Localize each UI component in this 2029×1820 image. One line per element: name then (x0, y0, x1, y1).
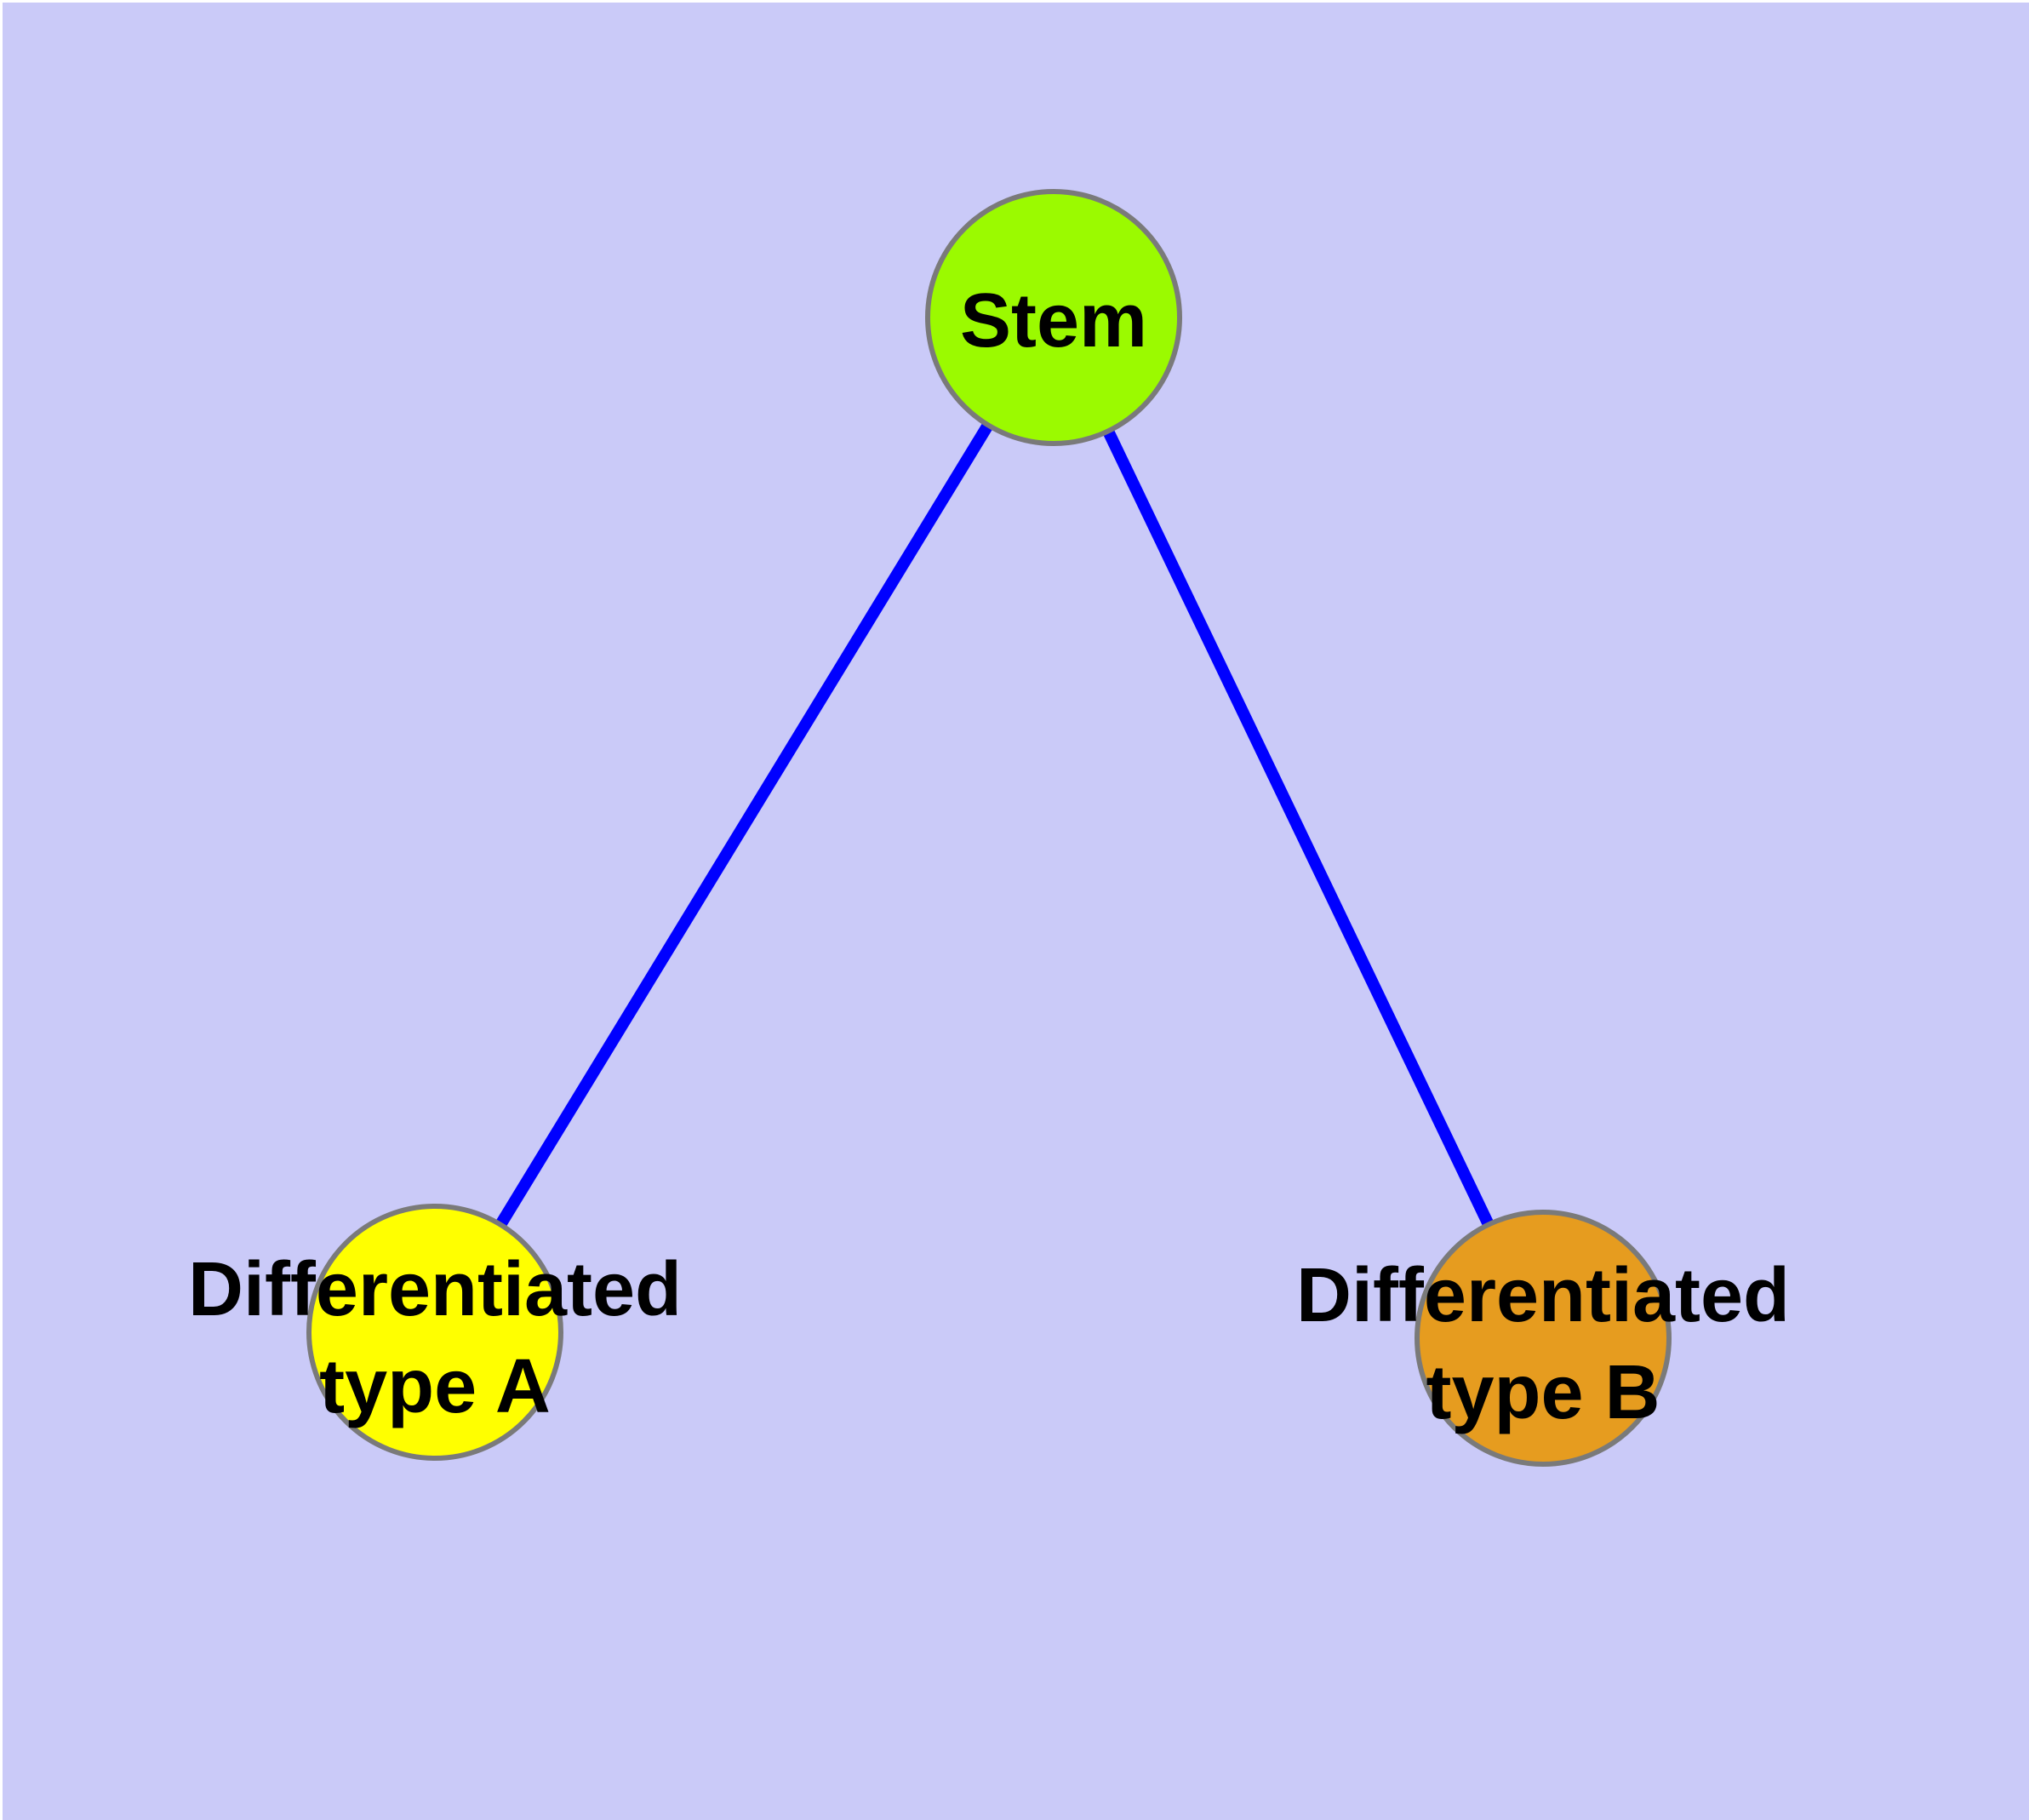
node-type-b-label-line1: Differentiated (1296, 1253, 1790, 1338)
node-type-a-label-line1: Differentiated (188, 1247, 682, 1332)
node-differentiated-type-a (306, 1204, 563, 1461)
node-stem-label: Stem (960, 278, 1147, 363)
node-differentiated-type-b (1415, 1210, 1672, 1467)
edge-stem-to-type-b (1048, 314, 1549, 1342)
node-type-a-label-line2: type A (319, 1344, 551, 1429)
node-stem (925, 189, 1182, 446)
edge-stem-to-type-a (430, 314, 1059, 1336)
node-type-b-label-line2: type B (1426, 1350, 1660, 1435)
